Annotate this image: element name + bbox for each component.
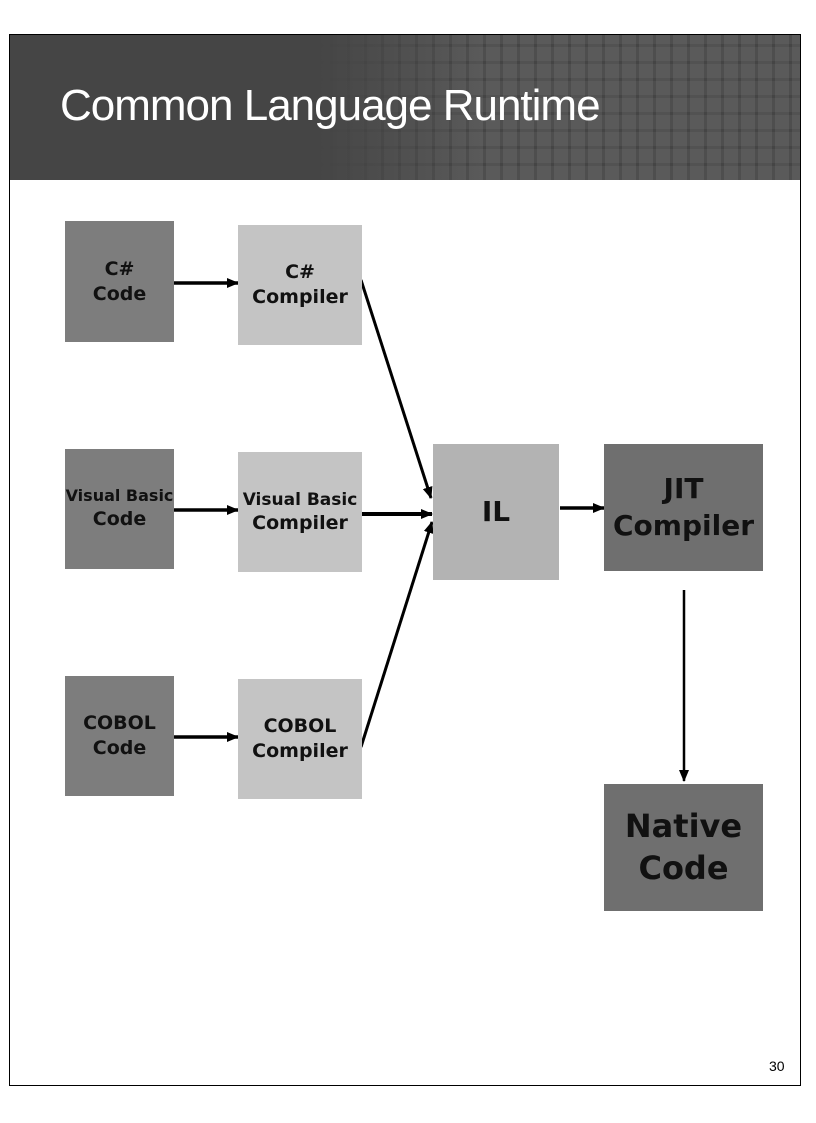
native-code-box: Native Code [604, 784, 763, 911]
csharp-compiler-box: C# Compiler [238, 225, 362, 345]
jit-compiler-box: JIT Compiler [604, 444, 763, 571]
cobol-compiler-box: COBOL Compiler [238, 679, 362, 799]
arrow-csharp-compiler-to-il [359, 279, 433, 499]
csharp-code-box: C# Code [65, 221, 174, 342]
vb-compiler-box: Visual Basic Compiler [238, 452, 362, 572]
title-bar: Common Language Runtime [10, 35, 800, 180]
page-number: 30 [769, 1058, 785, 1074]
slide-title: Common Language Runtime [60, 81, 601, 130]
arrow-cobol-compiler-to-il [359, 521, 434, 748]
vb-code-box: Visual Basic Code [65, 449, 174, 569]
cobol-code-box: COBOL Code [65, 676, 174, 796]
il-box: IL [433, 444, 559, 580]
